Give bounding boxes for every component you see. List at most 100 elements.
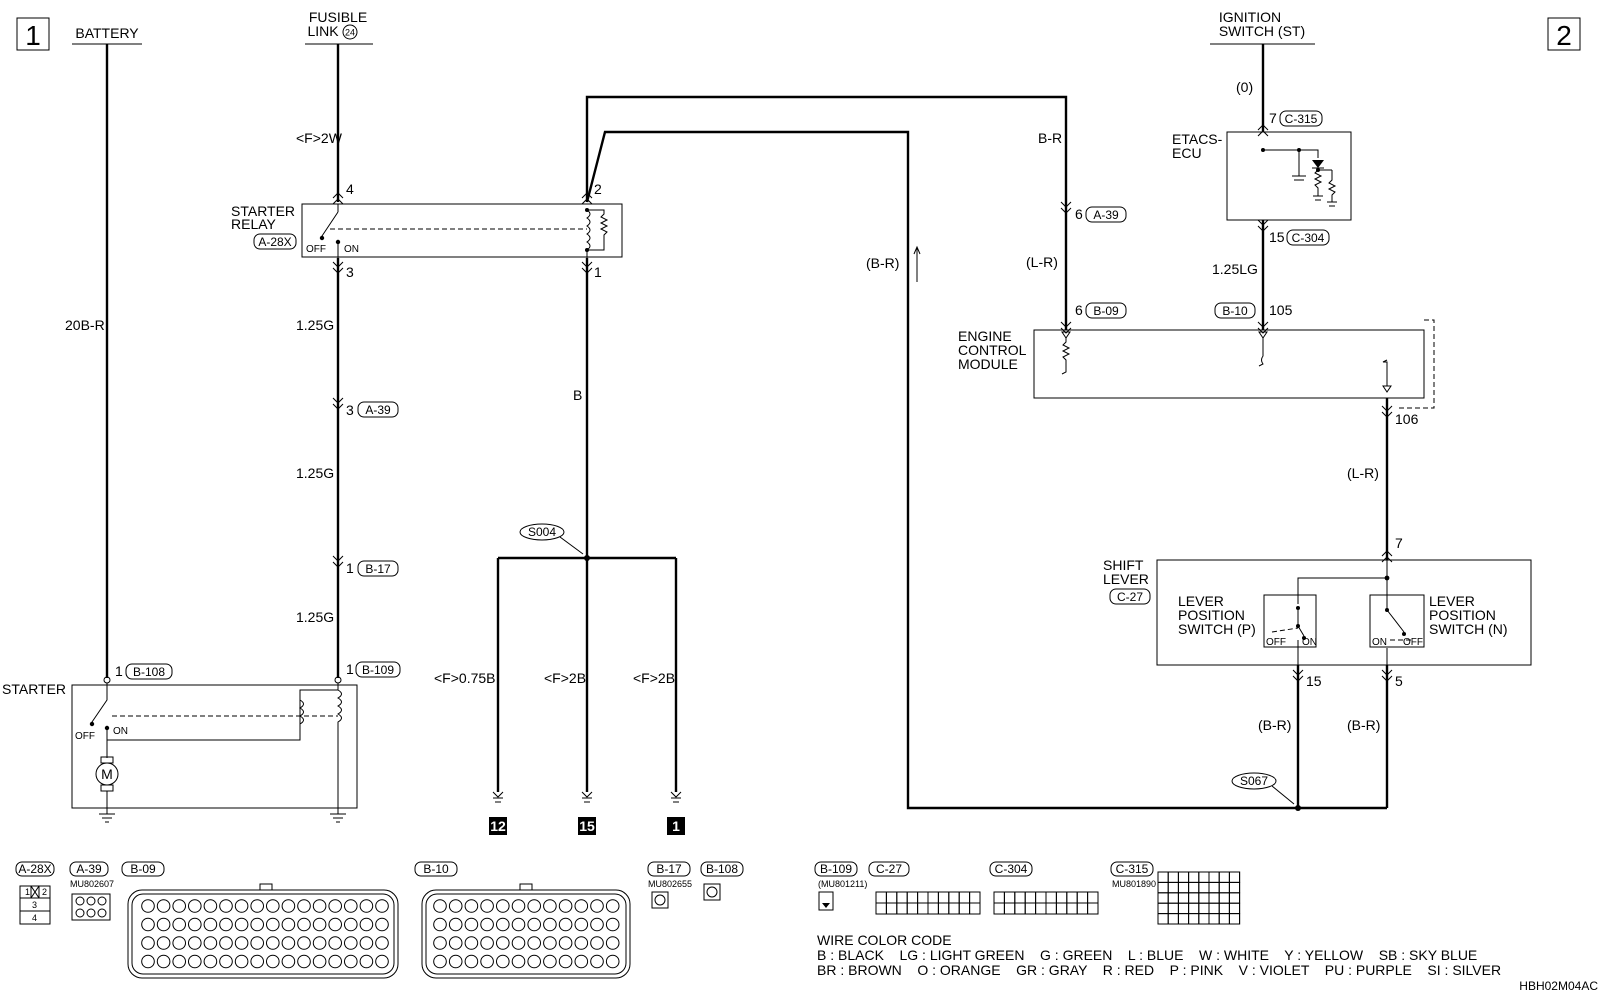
s067-node	[1295, 805, 1301, 811]
legend-b108: B-108	[706, 862, 738, 876]
connector-pin	[464, 936, 479, 950]
connector-cavity	[875, 891, 887, 904]
connector-cavity	[937, 891, 950, 904]
lps-p-label-2: POSITION	[1178, 607, 1245, 623]
connector-cavity	[917, 902, 929, 915]
lps-n-label-3: SWITCH (N)	[1429, 621, 1508, 637]
etacs-node-3	[1316, 168, 1320, 172]
connector-pin	[496, 954, 510, 969]
connector-pin	[281, 899, 296, 913]
s004-text: S004	[528, 525, 556, 539]
connector-pin	[156, 917, 171, 932]
connector-cavity	[1087, 902, 1099, 915]
connector-pin	[448, 954, 463, 969]
connector-pin	[590, 954, 604, 969]
connector-pin	[433, 954, 447, 969]
connector-cavity	[1188, 881, 1200, 894]
tag-c27-text: C-27	[1117, 590, 1143, 604]
connector-pin	[558, 936, 573, 950]
connector-cavity	[1157, 892, 1169, 904]
connector-pin	[203, 954, 218, 969]
tag-a39-left-text: A-39	[365, 403, 391, 417]
connector-legend: A-28X 1 2 3 4 A-39 MU802607 B-09 B-10	[15, 861, 1241, 979]
etacs-internal-circuit	[1263, 149, 1337, 207]
relay-switch-contact	[319, 235, 325, 241]
connector-pin	[344, 917, 358, 932]
connector-pin	[527, 917, 542, 932]
connector-pin	[203, 917, 218, 932]
wire-1.25g-label-b: 1.25G	[296, 465, 334, 481]
ground-box-1	[667, 817, 685, 835]
etacs-node	[1261, 148, 1265, 152]
legend-b109-pin	[822, 903, 830, 908]
motor-brush-bottom	[100, 784, 114, 792]
connector-pin	[590, 899, 604, 913]
relay-coil	[586, 209, 591, 258]
connector-pin	[188, 954, 202, 969]
connector-cavity	[927, 891, 939, 904]
starter-ground-symbols	[99, 808, 346, 823]
connector-pin	[344, 954, 358, 969]
starter-coil-b	[336, 683, 342, 808]
legend-c315-pins	[1157, 871, 1241, 925]
starter-relay-label-1: STARTER	[231, 203, 295, 219]
connector-cavity	[1045, 902, 1057, 915]
legend-b10-key	[519, 883, 533, 891]
fusible-number-circle	[342, 24, 358, 40]
tag-b108	[125, 663, 173, 680]
connector-cavity	[993, 902, 1005, 915]
br-n-label: (B-R)	[1347, 717, 1380, 733]
legend-b09-key	[259, 883, 273, 891]
connector-pin	[511, 936, 526, 950]
connector-cavity	[1208, 913, 1220, 925]
legend-a39-part: MU802607	[70, 879, 114, 889]
connector-pin	[219, 899, 233, 913]
shift-lever-label-1: SHIFT	[1103, 557, 1144, 573]
connector-cavity	[896, 891, 908, 904]
connector-pin	[297, 917, 311, 932]
connector-pin	[141, 917, 155, 932]
connector-pin	[156, 954, 171, 969]
page-box-right	[1547, 17, 1581, 51]
legend-c304-pins	[993, 891, 1099, 915]
lps-p-contact-bottom	[1302, 636, 1306, 640]
connector-cavity	[1228, 881, 1241, 894]
wire-1.25g-label-a: 1.25G	[296, 317, 334, 333]
connector-pin	[281, 954, 296, 969]
tag-c27	[1109, 588, 1151, 605]
legend-b109-part: (MU801211)	[818, 879, 867, 889]
s067-text: S067	[1240, 774, 1268, 788]
connector-cavity	[1177, 892, 1190, 904]
connector-cavity	[896, 902, 908, 915]
connector-cavity	[1228, 902, 1241, 915]
connector-pin	[511, 899, 526, 913]
connector-pin	[172, 954, 186, 969]
lps-n-on: ON	[1372, 637, 1387, 648]
legend-c27: C-27	[876, 862, 902, 876]
ecm-box	[1033, 329, 1425, 399]
connector-cavity	[1066, 902, 1078, 915]
legend-b10-inner	[425, 893, 627, 975]
connector-pin	[448, 917, 463, 932]
legend-b108-drawing	[703, 883, 721, 901]
pin-b17: 1	[346, 560, 354, 576]
connector-cavity	[1218, 902, 1230, 915]
lr-top-label: (L-R)	[1026, 254, 1058, 270]
gnd-wire-a-label: <F>0.75B	[434, 670, 496, 686]
page-box-left	[16, 17, 50, 51]
connector-pin	[250, 917, 265, 932]
ecm-internal-symbols	[1061, 331, 1392, 393]
connector-pin	[543, 899, 557, 913]
legend-b109: B-109	[820, 862, 852, 876]
connector-pin	[250, 954, 265, 969]
page-number-right: 2	[1556, 20, 1572, 51]
connector-cavity	[948, 902, 960, 915]
legend-b17: B-17	[656, 862, 682, 876]
ground-number-1: 1	[672, 818, 680, 834]
lps-p-pivot	[1296, 624, 1300, 628]
tag-c304-text: C-304	[1292, 231, 1325, 245]
connector-cavity	[1167, 871, 1179, 883]
starter-coil-link	[299, 689, 338, 700]
tag-a28x	[253, 233, 297, 250]
fusible-wire-label: <F>2W	[296, 130, 343, 146]
